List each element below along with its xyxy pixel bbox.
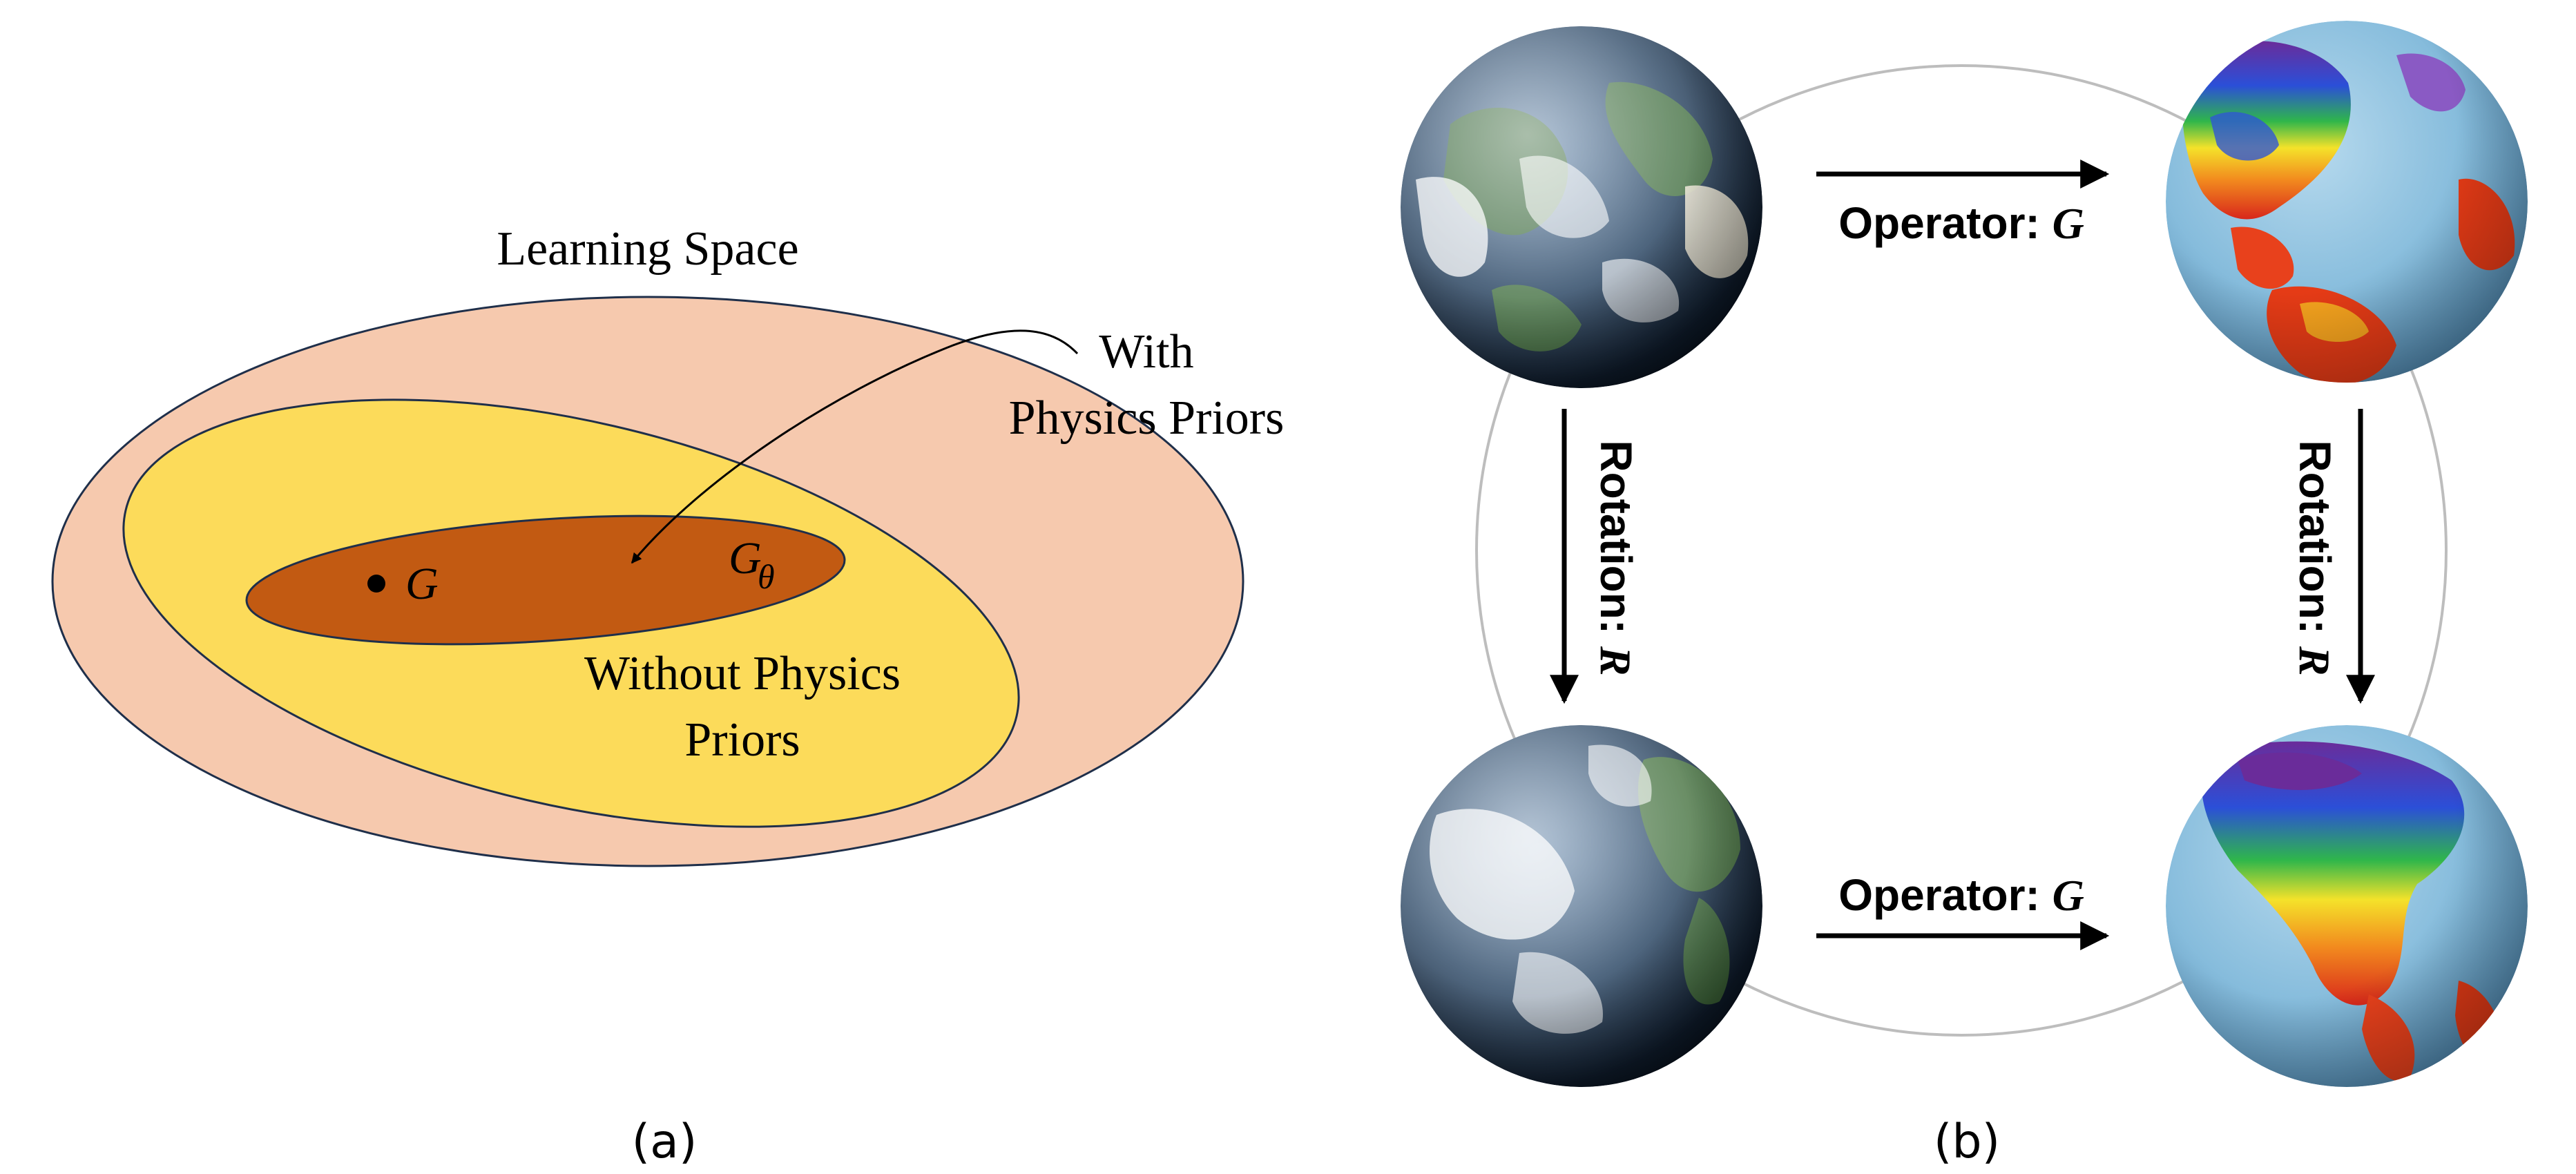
without-priors-label-line1: Without Physics	[584, 647, 901, 700]
with-priors-label-line1: With	[1099, 325, 1193, 378]
panel-a-caption: (a)	[632, 1115, 698, 1169]
learning-space-label: Learning Space	[497, 222, 798, 276]
operator-top-symbol: G	[2053, 199, 2084, 248]
operator-bottom-symbol: G	[2053, 871, 2084, 920]
panel-a: Learning Space With Physics Priors G G θ…	[51, 222, 1285, 1169]
globe-top-right	[2166, 21, 2528, 383]
globe-bottom-right	[2166, 725, 2528, 1087]
without-priors-label-line2: Priors	[684, 713, 800, 767]
commutation-circle	[1475, 64, 2448, 1037]
target-operator-dot	[367, 575, 385, 593]
globe-bottom-left	[1401, 725, 1762, 1087]
with-priors-pointer-arrow	[631, 329, 1079, 564]
panel-b: Operator: G Operator: G Rotation: R Rota…	[1401, 21, 2528, 1169]
operator-bottom-label: Operator: G	[1838, 870, 2084, 920]
panel-b-caption: (b)	[1934, 1115, 2000, 1169]
rotation-left-label: Rotation: R	[1591, 440, 1641, 675]
target-operator-label: G	[405, 559, 439, 609]
with-priors-ellipse	[245, 514, 846, 646]
rotation-right-symbol: R	[2290, 646, 2339, 676]
rotation-left-symbol: R	[1591, 646, 1640, 676]
operator-top-label: Operator: G	[1838, 198, 2084, 248]
rotation-right-label: Rotation: R	[2290, 440, 2340, 675]
globe-top-left	[1401, 26, 1762, 388]
learned-operator-label: G	[729, 533, 762, 584]
learned-operator-subscript: θ	[758, 557, 775, 596]
with-priors-label-line2: Physics Priors	[1009, 392, 1285, 445]
